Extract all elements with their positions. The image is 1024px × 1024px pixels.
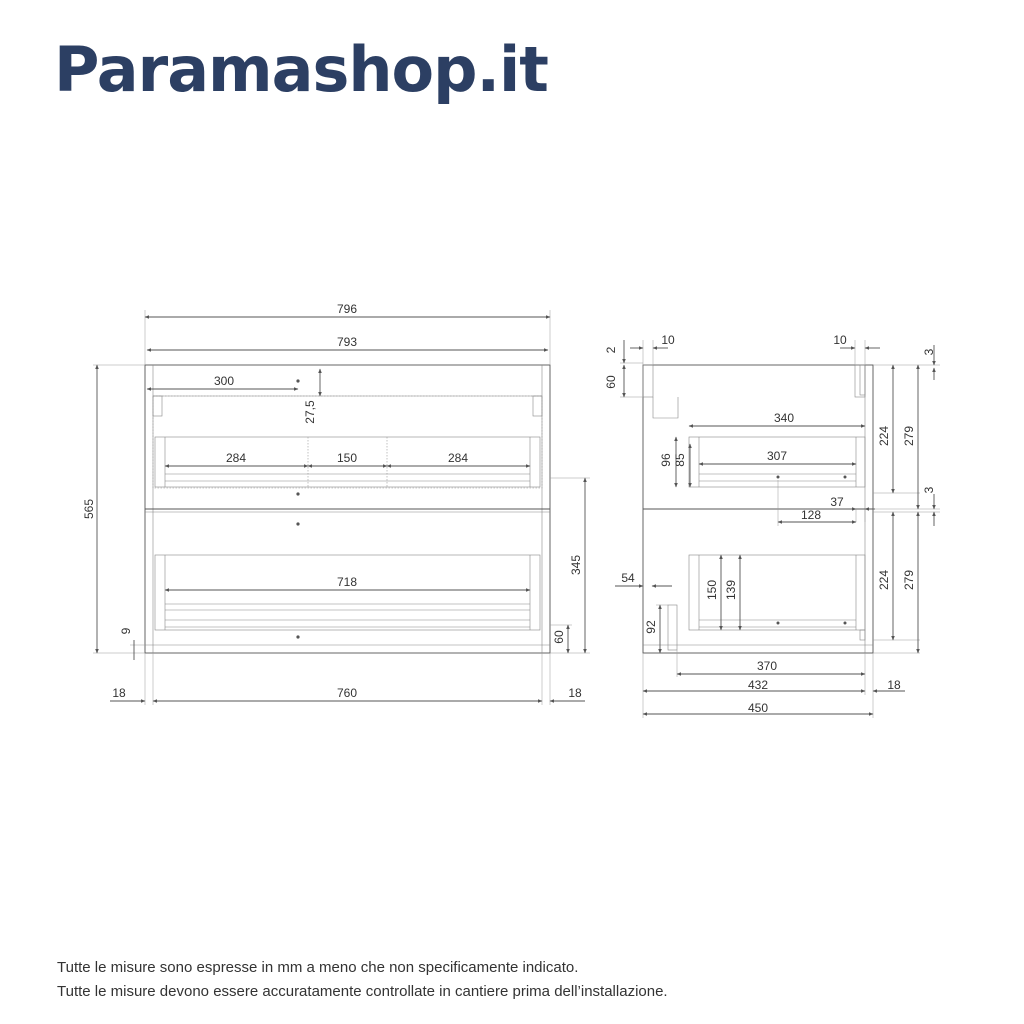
dim-drawer-offset: 300 [214,374,234,388]
handle-hole-icon [296,379,300,383]
side-view: 10 10 2 60 3 340 307 96 85 224 [604,333,940,718]
dim-base-depth: 370 [757,659,777,673]
dim-drawer-depth: 340 [774,411,794,425]
dim-runner-offset: 37 [830,495,844,509]
dim-upper-height: 279 [902,426,916,446]
footer-notes: Tutte le misure sono espresse in mm a me… [57,956,668,1004]
dim-mid-gap: 3 [922,486,936,493]
dim-overall-width: 796 [337,302,357,316]
dim-depth-432: 432 [748,678,768,692]
dim-runner-pos: 128 [801,508,821,522]
dim-drawer-height-inner: 85 [673,453,687,467]
dim-side-left: 18 [112,686,126,700]
dim-height: 565 [82,499,96,519]
dim-upper-runner: 224 [877,426,891,446]
dim-front-recess: 54 [621,571,635,585]
dim-drawer-height-outer: 96 [659,453,673,467]
dim-top-rail: 60 [604,375,618,389]
dim-left-section: 284 [226,451,246,465]
dim-inner-depth: 307 [767,449,787,463]
dim-lower-inner: 139 [724,580,738,600]
note-verify: Tutte le misure devono essere accuratame… [57,983,668,1000]
dim-side-right: 18 [568,686,582,700]
dim-plinth-height: 92 [644,620,658,634]
dim-lower-drawer-height: 345 [569,555,583,575]
dim-middle-section: 150 [337,451,357,465]
dim-back-panel: 18 [887,678,901,692]
note-units: Tutte le misure sono espresse in mm a me… [57,959,579,976]
dim-lower-outer: 150 [705,580,719,600]
brand-logo: Paramashop.it [54,33,549,106]
dim-handle-depth: 27,5 [303,400,317,424]
dim-lower-runner: 224 [877,570,891,590]
front-view: 796 793 300 27,5 284 150 284 718 565 9 3… [82,302,590,705]
dim-lower-height: 279 [902,570,916,590]
dim-base-gap: 9 [119,627,133,634]
dim-top-right-offset: 10 [833,333,847,347]
dim-plinth: 60 [552,630,566,644]
dim-lower-drawer-width: 718 [337,575,357,589]
dim-top-left-offset: 10 [661,333,675,347]
dim-inner-width: 760 [337,686,357,700]
dim-top-right-gap: 3 [922,348,936,355]
dim-top-width: 793 [337,335,357,349]
dim-right-section: 284 [448,451,468,465]
dim-total-depth: 450 [748,701,768,715]
dim-top-gap: 2 [604,346,618,353]
